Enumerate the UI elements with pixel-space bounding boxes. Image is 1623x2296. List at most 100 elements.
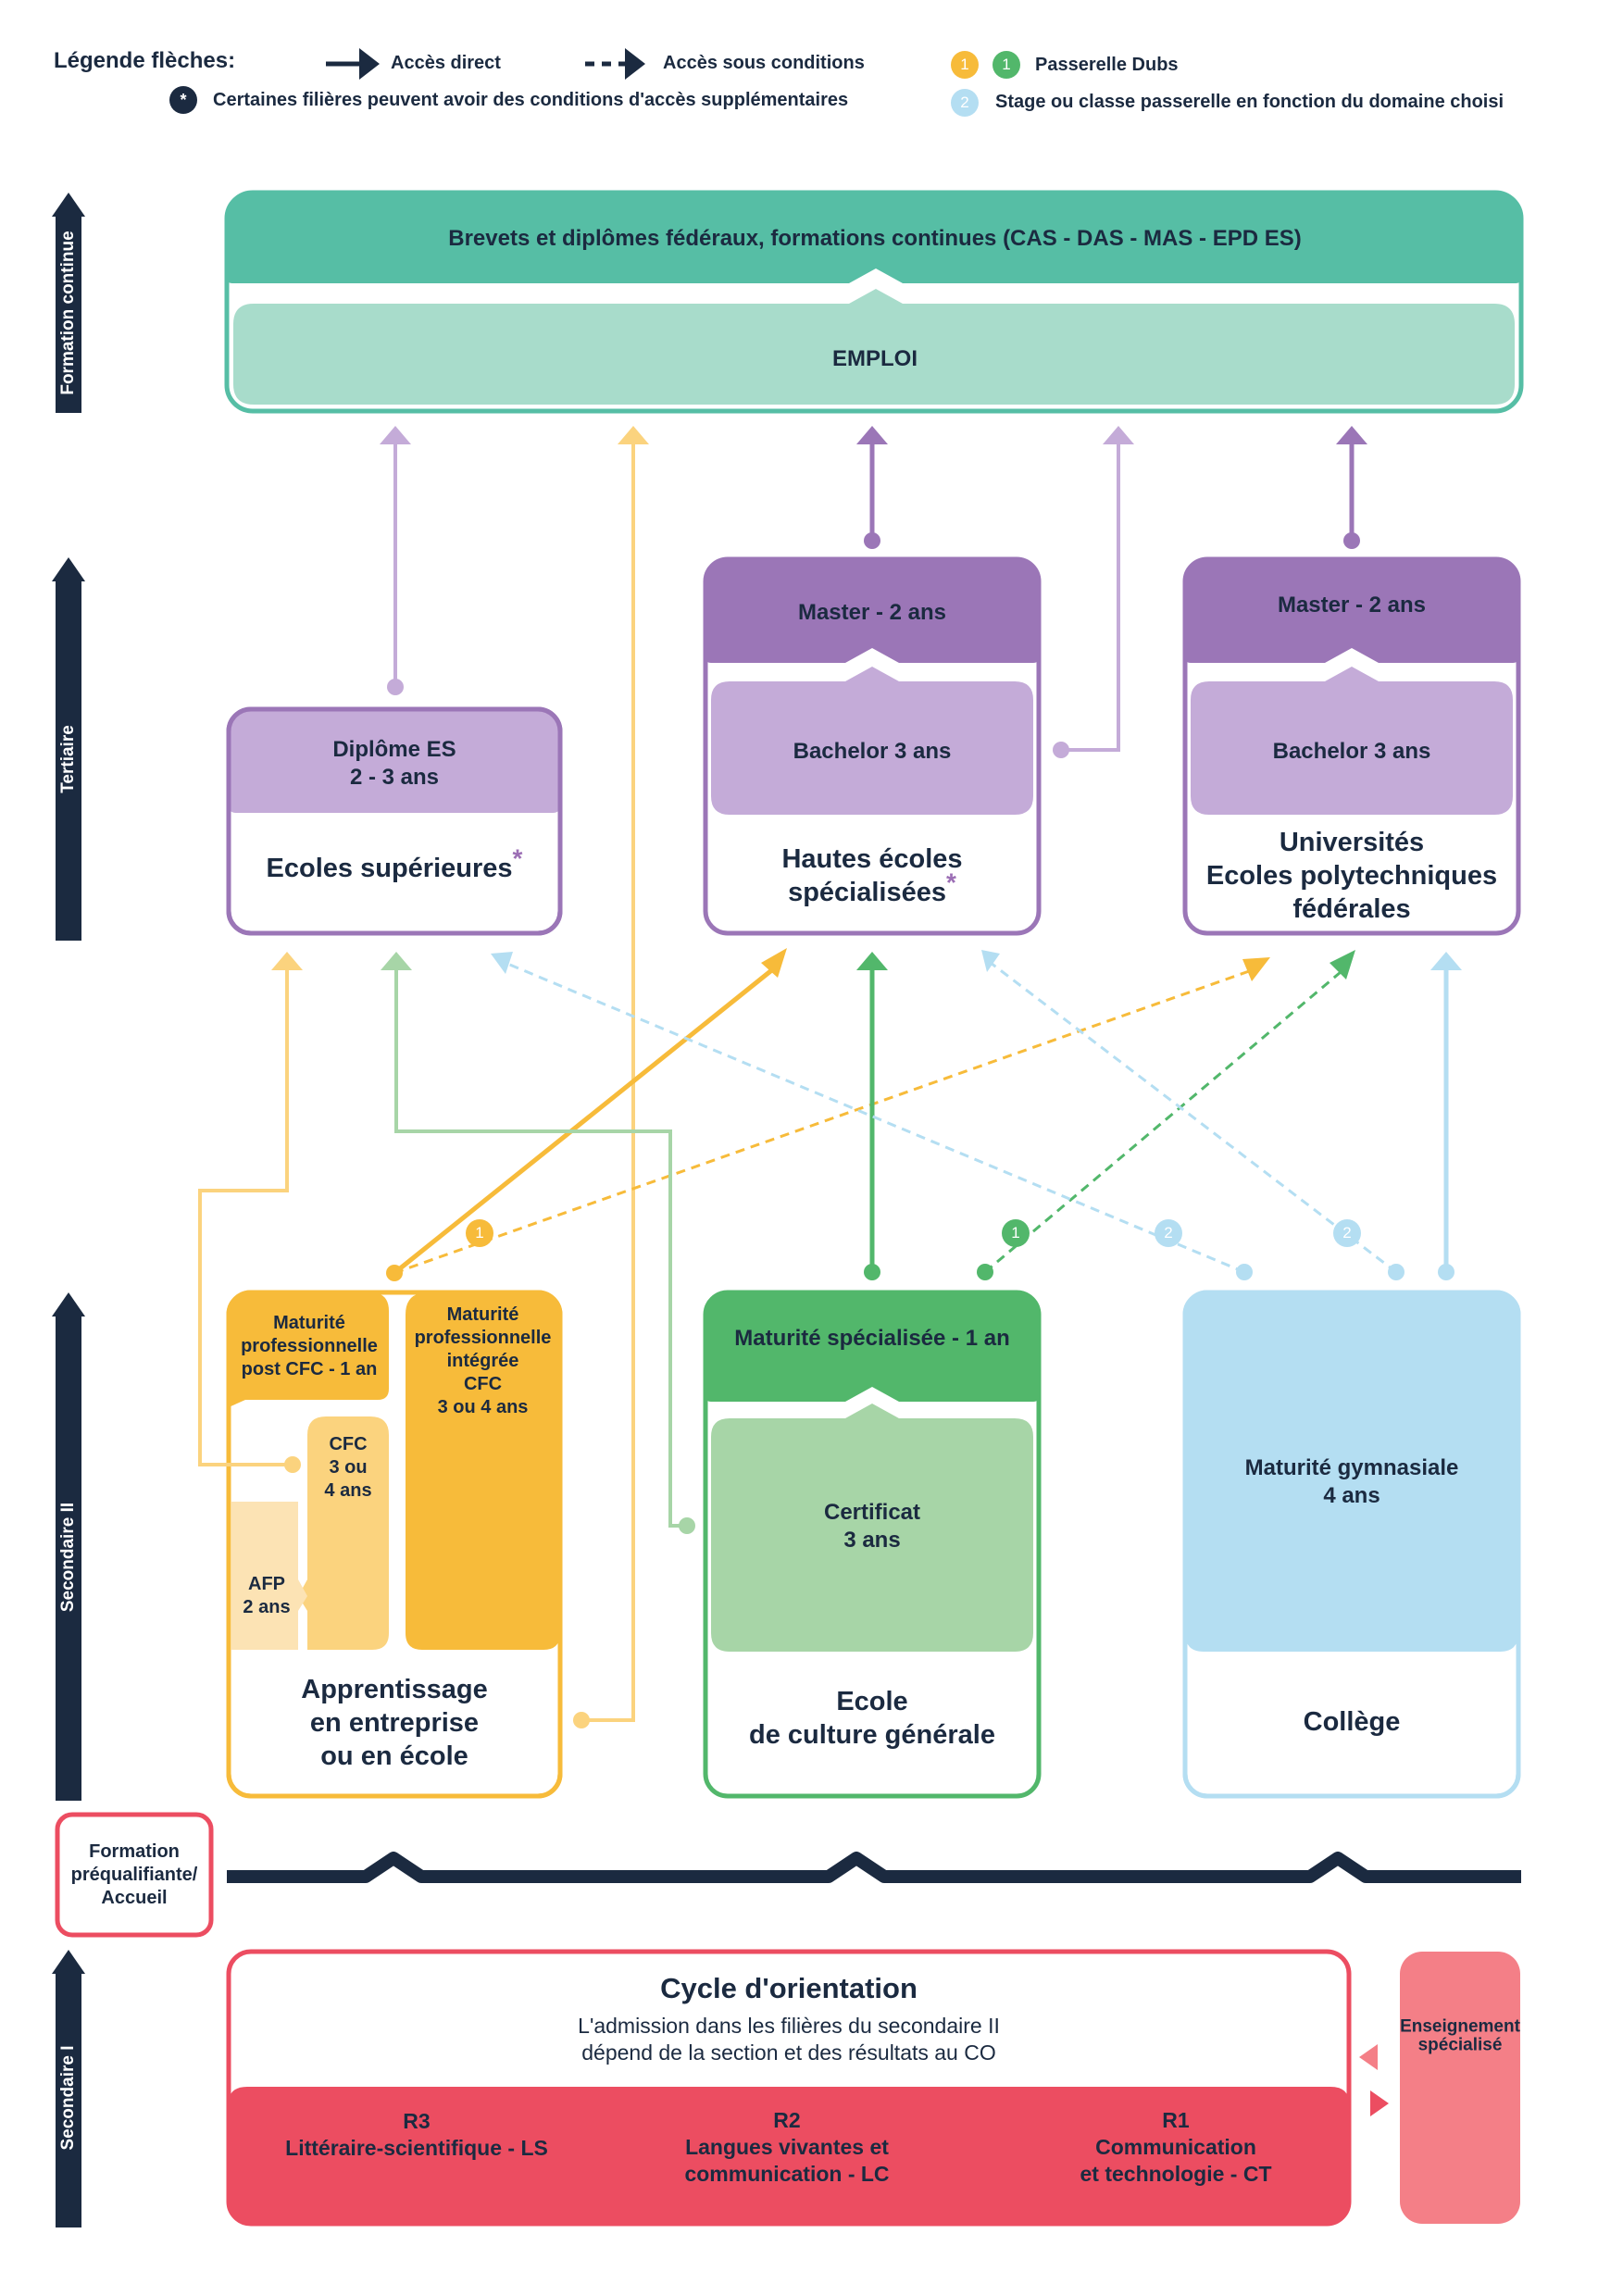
- hes-star-icon: *: [946, 867, 956, 897]
- es-diploma-label: Diplôme ES: [332, 737, 456, 762]
- badge-stage-blue-icon: 2: [1155, 1219, 1182, 1247]
- mg-line2: 4 ans: [1323, 1483, 1380, 1508]
- connector-college-hes: [981, 950, 1405, 1280]
- co-sub-line1: L'admission dans les filières du seconda…: [578, 2014, 1000, 2039]
- es-box: [226, 706, 563, 936]
- hes-name-line1: Hautes écoles: [781, 843, 963, 874]
- level-formation-continue: Formation continue: [58, 231, 78, 395]
- separator-line: [227, 1852, 1521, 1883]
- uni-box: [1182, 556, 1521, 936]
- cert-line2: 3 ans: [843, 1528, 901, 1553]
- es-name-label: Ecoles supérieures: [266, 854, 513, 883]
- app-line1: Apprentissage: [301, 1674, 488, 1704]
- app-line2: en entreprise: [309, 1707, 480, 1738]
- mp-post-line3: post CFC - 1 an: [241, 1358, 378, 1379]
- level-tertiaire: Tertiaire: [58, 725, 78, 793]
- hes-master: Master - 2 ans: [797, 600, 947, 625]
- legend-star-icon: *: [169, 86, 197, 114]
- hes-bachelor: Bachelor 3 ans: [793, 739, 952, 764]
- legend-conditional-arrow: [585, 48, 645, 80]
- college-name: Collège: [1303, 1706, 1401, 1737]
- r2-name-line1: Langues vivantes et: [685, 2134, 889, 2159]
- certificat: Certificat 3 ans: [709, 1494, 1035, 1559]
- cert-line1: Certificat: [823, 1500, 921, 1525]
- connector-ms-hes: [856, 952, 888, 1280]
- co-title: Cycle d'orientation: [660, 1971, 918, 2004]
- uni-name-line3: fédérales: [1292, 894, 1411, 925]
- ecg-line1: Ecole: [836, 1686, 908, 1716]
- brevets-title: Brevets et diplômes fédéraux, formations…: [448, 226, 1302, 251]
- cfc-line3: 4 ans: [324, 1479, 372, 1501]
- prequal-line2: préqualifiante/: [70, 1864, 198, 1885]
- uni-master: Master - 2 ans: [1277, 593, 1427, 618]
- co-r2: R2 Langues vivantes et communication - L…: [611, 2107, 963, 2190]
- prequal-label: Formation préqualifiante/ Accueil: [59, 1820, 209, 1929]
- college-box: [1182, 1290, 1521, 1799]
- cfc-line1: CFC: [329, 1433, 368, 1454]
- hes-box: [703, 556, 1042, 936]
- special-line2: spécialisé: [1417, 2035, 1503, 2055]
- maturite-specialisee: Maturité spécialisée - 1 an: [734, 1326, 1010, 1351]
- prequal-line3: Accueil: [101, 1887, 168, 1908]
- legend-badge-blue-icon: 2: [951, 89, 979, 117]
- afp-line2: 2 ans: [243, 1597, 291, 1617]
- maturite-gymnasiale: Maturité gymnasiale 4 ans: [1189, 1450, 1515, 1515]
- cfc-line2: 3 ou: [329, 1456, 368, 1478]
- legend-direct-label: Accès direct: [391, 53, 501, 73]
- mp-post-cfc: Maturité professionnelle post CFC - 1 an: [231, 1304, 387, 1389]
- co-subtitle: L'admission dans les filières du seconda…: [231, 2009, 1346, 2070]
- mp-int-line2: professionnelle: [414, 1328, 552, 1348]
- uni-name: Universités Ecoles polytechniques fédéra…: [1189, 826, 1515, 926]
- legend-stage-label: Stage ou classe passerelle en fonction d…: [995, 92, 1504, 112]
- r2-name-line2: communication - LC: [684, 2161, 890, 2186]
- connector-uni-master-emploi: [1336, 426, 1367, 549]
- mp-post-line2: professionnelle: [241, 1335, 378, 1356]
- uni-name-line1: Universités: [1279, 827, 1425, 857]
- connector-app-emploi: [573, 426, 649, 1728]
- prequal-box: [55, 1812, 214, 1938]
- connector-ecg-es: [381, 952, 695, 1534]
- badge-stage-blue-icon-2: 2: [1333, 1219, 1361, 1247]
- mp-integree: Maturité professionnelle intégrée CFC 3 …: [406, 1304, 560, 1424]
- badge-dubs-green-icon: 1: [1002, 1219, 1030, 1247]
- legend-badge-yellow-icon: 1: [951, 51, 979, 79]
- ecg-box: [703, 1290, 1042, 1799]
- ecg-name: Ecole de culture générale: [709, 1683, 1035, 1753]
- ecg-line2: de culture générale: [749, 1720, 995, 1750]
- connector-ms-uni: [977, 950, 1355, 1280]
- connector-es-emploi: [380, 426, 411, 695]
- afp-block: AFP 2 ans: [231, 1570, 302, 1622]
- afp-line1: AFP: [248, 1574, 285, 1594]
- mp-int-line1: Maturité: [446, 1304, 519, 1325]
- connector-cfc-es: [198, 952, 303, 1473]
- legend-title: Légende flèches:: [54, 48, 236, 73]
- es-diploma: Diplôme ES 2 - 3 ans: [231, 731, 557, 796]
- cfc-block: CFC 3 ou 4 ans: [307, 1431, 389, 1504]
- uni-name-line2: Ecoles polytechniques: [1205, 860, 1498, 891]
- es-name: Ecoles supérieures*: [231, 845, 557, 892]
- mg-line1: Maturité gymnasiale: [1244, 1455, 1459, 1480]
- r1-label: R1: [1162, 2108, 1190, 2132]
- top-box: [224, 190, 1524, 414]
- mp-post-line1: Maturité: [273, 1312, 345, 1333]
- connector-college-es: [491, 952, 1253, 1280]
- connector-college-uni: [1430, 952, 1462, 1280]
- mp-int-line3: intégrée: [446, 1351, 519, 1371]
- prequal-line1: Formation: [89, 1841, 180, 1862]
- mp-int-line4: CFC: [463, 1374, 503, 1394]
- r1-name-line1: Communication: [1095, 2134, 1256, 2159]
- hes-name-line2: spécialisées: [788, 878, 946, 907]
- mp-int-line5: 3 ou 4 ans: [437, 1397, 529, 1417]
- co-r3: R3 Littéraire-scientifique - LS: [241, 2107, 593, 2163]
- apprentissage-name: Apprentissage en entreprise ou en école: [231, 1672, 557, 1774]
- level-secondaire-2: Secondaire II: [58, 1502, 78, 1613]
- badge-dubs-yellow-icon: 1: [466, 1219, 493, 1247]
- hes-name: Hautes écoles spécialisées*: [709, 841, 1035, 911]
- co-r1: R1 Communication et technologie - CT: [1000, 2107, 1352, 2190]
- app-box: [226, 1290, 563, 1799]
- connector-hes-master-emploi: [856, 426, 888, 549]
- legend-direct-arrow: [326, 48, 380, 80]
- es-star-icon: *: [512, 843, 523, 873]
- level-secondaire-1: Secondaire I: [58, 2045, 78, 2151]
